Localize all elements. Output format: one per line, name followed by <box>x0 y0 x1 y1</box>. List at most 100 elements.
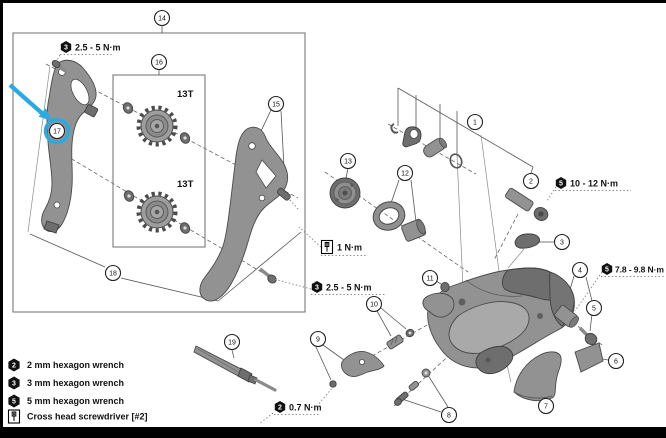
callout-number: 10 <box>370 302 378 309</box>
callout-number: 2 <box>529 179 533 186</box>
part-callout-1: 1 <box>466 113 484 131</box>
hexagon-wrench-badge: 5 <box>8 394 20 408</box>
part-3-cap <box>514 233 541 249</box>
tool-legend: 2 2 mm hexagon wrench 3 3 mm hexagon wre… <box>7 358 148 424</box>
torque-note-cable-fixing-bolt: 5 7.8 - 9.8 N·m <box>574 263 664 312</box>
part-callout-17: 17 <box>48 122 66 140</box>
legend-label: 5 mm hexagon wrench <box>27 396 124 406</box>
highlight-ring <box>43 117 71 145</box>
part-5-cable-fixing-bolt <box>578 326 598 346</box>
part-callout-13: 13 <box>339 152 357 170</box>
callout-number: 6 <box>614 359 618 366</box>
part-15-pin <box>276 187 300 211</box>
part-callout-6: 6 <box>607 352 625 370</box>
torque-note-inner-plate-screw: 3 2.5 - 5 N·m <box>55 41 121 63</box>
callout-number: 8 <box>447 413 451 420</box>
callout-number: 15 <box>272 102 280 109</box>
part-16-pulley-bottom <box>136 191 178 233</box>
torque-value: 0.7 N·m <box>289 403 322 413</box>
part-callout-15: 15 <box>267 95 285 113</box>
callout-number: 11 <box>426 276 433 283</box>
part-callout-5: 5 <box>585 299 603 317</box>
callout-number: 1 <box>473 120 477 127</box>
torque-value: 7.8 - 9.8 N·m <box>615 265 664 275</box>
part-8-fasteners <box>394 368 431 406</box>
group-boxes <box>12 26 306 313</box>
part-callout-4: 4 <box>571 261 589 279</box>
part-callout-3: 3 <box>553 233 571 251</box>
top-edge-bar <box>0 0 666 3</box>
part-2-bracket-axle-bolt <box>505 187 549 221</box>
hexagon-wrench-badge: 3 <box>8 376 20 390</box>
callout-number: 18 <box>109 271 117 278</box>
part-17-plate-screw <box>51 59 68 74</box>
badge-number: 5 <box>559 181 563 188</box>
part-1-small-parts <box>390 123 463 169</box>
cross-head-screwdriver-icon <box>320 239 334 255</box>
hexagon-wrench-badge: 5 <box>601 263 613 275</box>
torque-value: 10 - 12 N·m <box>570 179 618 189</box>
part-13-plate-cap <box>329 177 361 209</box>
part-callout-12: 12 <box>396 164 414 182</box>
part-callout-10: 10 <box>365 295 383 313</box>
torque-note-pulley-bolt: 1 N·m <box>298 226 367 256</box>
part-15-outer-plate <box>199 126 289 302</box>
badge-number: 3 <box>12 381 16 388</box>
legend-label: Cross head screwdriver [#2] <box>27 412 148 422</box>
part-callout-2: 2 <box>522 172 540 190</box>
part-callout-19: 19 <box>223 333 241 351</box>
part-callout-16: 16 <box>150 53 168 71</box>
highlight-arrow <box>8 83 52 121</box>
legend-item-screwdriver: Cross head screwdriver [#2] <box>7 409 148 424</box>
callout-number: 4 <box>578 268 582 275</box>
torque-note-outer-plate-screw: 3 2.5 - 5 N·m <box>273 278 386 295</box>
part-6-plate <box>574 342 604 373</box>
part-callout-14: 14 <box>153 9 171 27</box>
torque-note-bracket-axle-bolt: 5 10 - 12 N·m <box>546 177 631 202</box>
badge-number: 5 <box>12 399 16 406</box>
part-callout-8: 8 <box>440 406 458 424</box>
callout-number: 13 <box>344 159 352 166</box>
legend-label: 3 mm hexagon wrench <box>27 378 124 388</box>
left-edge-bar <box>0 0 3 427</box>
part-callout-11: 11 <box>421 269 439 287</box>
callout-number: 16 <box>155 60 163 67</box>
badge-number: 5 <box>605 267 609 274</box>
pulley-teeth-label-bottom: 13T <box>177 179 194 190</box>
callout-number: 17 <box>53 129 61 136</box>
part-17-inner-plate <box>41 59 99 234</box>
part-16-pulley-top <box>136 105 178 147</box>
pulley-teeth-label-top: 13T <box>177 89 194 100</box>
bottom-edge-bar <box>0 427 666 438</box>
badge-number: 3 <box>64 45 68 52</box>
torque-value: 1 N·m <box>337 243 362 253</box>
callout-number: 7 <box>544 404 548 411</box>
part-callout-7: 7 <box>537 397 555 415</box>
part-7-guard <box>513 351 562 402</box>
part-12-bushing-set <box>372 201 427 242</box>
callout-number: 5 <box>592 306 596 313</box>
legend-label: 2 mm hexagon wrench <box>27 360 124 370</box>
part-callout-18: 18 <box>104 264 122 282</box>
torque-note-guide-screw: 2 0.7 N·m <box>258 386 334 425</box>
hexagon-wrench-badge: 2 <box>8 358 20 372</box>
callout-number: 3 <box>560 240 564 247</box>
cross-head-screwdriver-icon <box>7 409 21 424</box>
badge-number: 3 <box>315 285 319 292</box>
hexagon-wrench-badge: 2 <box>274 401 286 413</box>
legend-item-5mm-hex: 5 5 mm hexagon wrench <box>8 394 124 408</box>
torque-value: 2.5 - 5 N·m <box>75 43 121 53</box>
hexagon-wrench-badge: 3 <box>60 41 72 53</box>
part-10-spring-set <box>386 328 415 350</box>
torque-value: 2.5 - 5 N·m <box>326 283 372 293</box>
callout-number: 14 <box>158 16 166 23</box>
part-19-tool <box>193 345 277 392</box>
part-11-plug <box>440 281 450 293</box>
outer-plate-screw <box>258 267 277 284</box>
badge-number: 2 <box>278 405 282 412</box>
callout-number: 9 <box>316 337 320 344</box>
part-9-guide <box>329 351 385 388</box>
badge-number: 2 <box>12 363 16 370</box>
